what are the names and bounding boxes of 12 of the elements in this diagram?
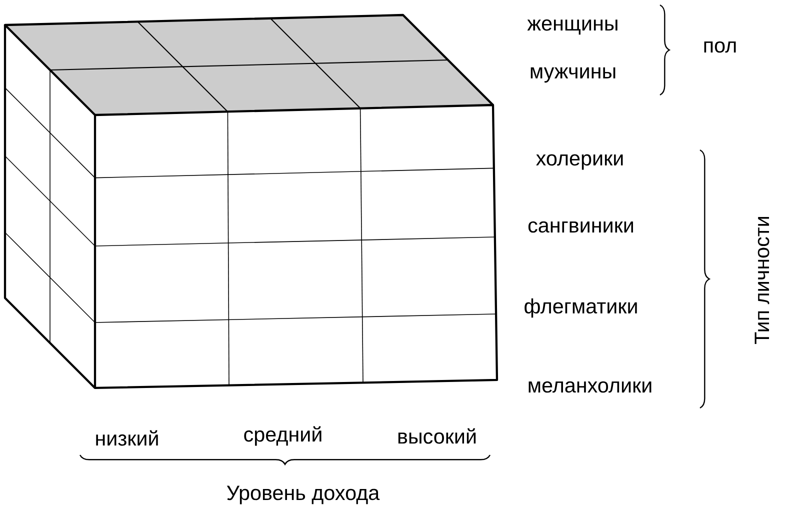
axis-label: Уровень дохода <box>226 486 380 504</box>
axis-label: пол <box>704 41 736 53</box>
category-label: высокий <box>398 428 476 444</box>
category-label: низкий <box>96 430 158 446</box>
category-label: флегматики <box>524 298 637 318</box>
category-label: сангвиники <box>528 221 633 233</box>
category-label: холерики <box>536 154 623 170</box>
category-label: мужчины <box>530 67 616 83</box>
category-label: женщины <box>527 19 618 35</box>
category-label: средний <box>244 426 322 446</box>
category-label: меланхолики <box>528 381 652 393</box>
axis-label: Тип личности <box>754 217 770 344</box>
